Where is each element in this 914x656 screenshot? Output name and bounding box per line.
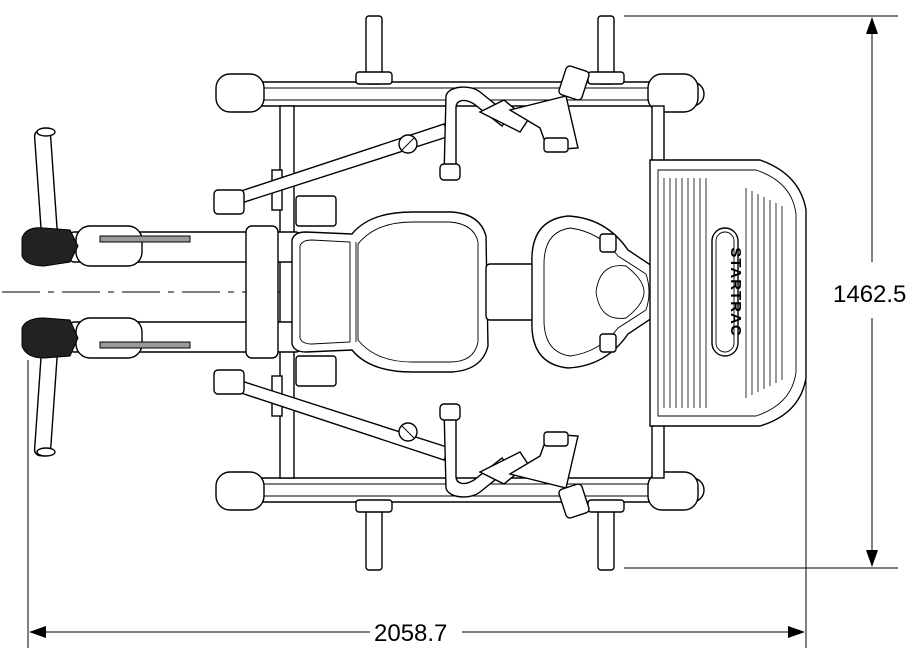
height-dimension-label: 1462.5 (833, 281, 906, 308)
width-dimension: 2058.7 (27, 300, 807, 648)
height-dimension: 1462.5 (624, 15, 906, 569)
foot-platform: STARTRAC (649, 159, 807, 427)
back-pad (291, 211, 489, 373)
front-handle-upper (21, 127, 301, 267)
front-handle-lower (21, 317, 301, 457)
upper-lever-arm (213, 65, 590, 215)
center-bracket (245, 195, 337, 387)
width-dimension-label: 2058.7 (374, 620, 447, 647)
lower-lever-arm (213, 369, 590, 519)
seat-pad (485, 215, 663, 369)
brand-logo: STARTRAC (727, 247, 744, 336)
